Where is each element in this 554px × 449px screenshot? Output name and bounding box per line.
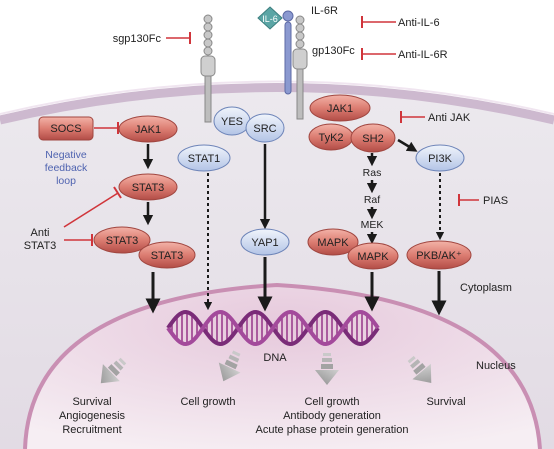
anti-stat3-line2: STAT3 [24, 240, 57, 252]
jak1-left-label: JAK1 [135, 124, 161, 136]
inhibitor-socs-jak1 [94, 122, 119, 134]
stat3-node-c [138, 241, 196, 269]
stat1-label: STAT1 [188, 153, 221, 165]
gp130-receptor-left [200, 14, 216, 123]
jak1-node-right [309, 94, 371, 122]
cytoplasm-label: Cytoplasm [460, 282, 512, 294]
negative-feedback-line3: loop [56, 175, 76, 187]
gp130fc-label: gp130Fc [312, 45, 355, 57]
pkb-node [406, 240, 472, 270]
il6-cytokine-icon: IL-6 [257, 6, 283, 30]
sh2-node [350, 123, 396, 153]
il6r-label: IL-6R [311, 5, 338, 17]
anti-il6r-label: Anti-IL-6R [398, 49, 448, 61]
negative-feedback-line1: Negative [45, 149, 87, 161]
mapk-node-a [307, 228, 359, 256]
src-node [245, 113, 285, 143]
mapk-a-label: MAPK [317, 237, 349, 249]
inhibitor-anti-il6 [361, 16, 396, 28]
anti-il6-label: Anti-IL-6 [398, 17, 440, 29]
anti-stat3-line1: Anti [31, 227, 50, 239]
mek-label: MEK [361, 219, 384, 231]
output-arrow-center-left [218, 350, 241, 382]
socs-label: SOCS [50, 123, 81, 135]
sgp130fc-label: sgp130Fc [113, 33, 162, 45]
stat3-c-label: STAT3 [151, 250, 184, 262]
inhibitor-sgp130fc [166, 32, 191, 44]
stat1-node [177, 144, 231, 172]
stat3-a-label: STAT3 [132, 182, 165, 194]
nucleus-region [25, 285, 540, 449]
output-arrow-right [407, 355, 432, 383]
inhibitor-anti-stat3-upper [63, 186, 122, 228]
outcome-center-1: Cell growth [304, 396, 359, 408]
il6-label: IL-6 [262, 14, 278, 24]
inhibitor-pias [458, 194, 479, 206]
nuclear-envelope [23, 282, 542, 449]
pi3k-node [415, 144, 465, 172]
outcome-survival-left-3: Recruitment [62, 424, 121, 436]
dna-label: DNA [263, 352, 287, 364]
outcome-center-3: Acute phase protein generation [256, 424, 409, 436]
outcome-cell-growth: Cell growth [180, 396, 235, 408]
anti-jak-label: Anti JAK [428, 112, 471, 124]
inhibitor-anti-stat3-lower [64, 234, 93, 246]
pias-label: PIAS [483, 195, 508, 207]
stat3-node-b [93, 226, 151, 254]
outcome-survival-left-2: Angiogenesis [59, 410, 126, 422]
src-label: SRC [253, 123, 276, 135]
inhibitor-anti-jak [400, 111, 425, 123]
jak1-right-label: JAK1 [327, 103, 353, 115]
negative-feedback-line2: feedback [45, 162, 88, 174]
stat3-node-a [118, 173, 178, 201]
socs-node [38, 116, 94, 141]
mapk-b-label: MAPK [357, 251, 389, 263]
inhibitor-anti-il6r [361, 48, 396, 60]
pkb-label: PKB/AK⁺ [416, 250, 462, 262]
outcome-survival-left-1: Survival [72, 396, 111, 408]
jak1-node-left [118, 115, 178, 143]
yap1-node [240, 228, 290, 256]
sh2-label: SH2 [362, 133, 383, 145]
mapk-node-b [347, 242, 399, 270]
yes-label: YES [221, 116, 243, 128]
output-arrow-left [100, 357, 127, 384]
dna-helix-icon [166, 309, 380, 347]
cell-membrane [0, 83, 554, 125]
dna-strand-2 [166, 309, 380, 347]
ras-label: Ras [363, 167, 382, 179]
nucleus-label: Nucleus [476, 360, 516, 372]
stat3-b-label: STAT3 [106, 235, 139, 247]
yap1-label: YAP1 [251, 237, 278, 249]
il6r-receptor-complex [282, 10, 308, 120]
arrow-sh2-pi3k [397, 138, 418, 152]
outcome-center-2: Antibody generation [283, 410, 381, 422]
pi3k-label: PI3K [428, 153, 453, 165]
outcome-survival-right: Survival [426, 396, 465, 408]
tyk2-label: TyK2 [318, 132, 343, 144]
output-arrow-center [315, 353, 339, 385]
raf-label: Raf [364, 194, 380, 206]
